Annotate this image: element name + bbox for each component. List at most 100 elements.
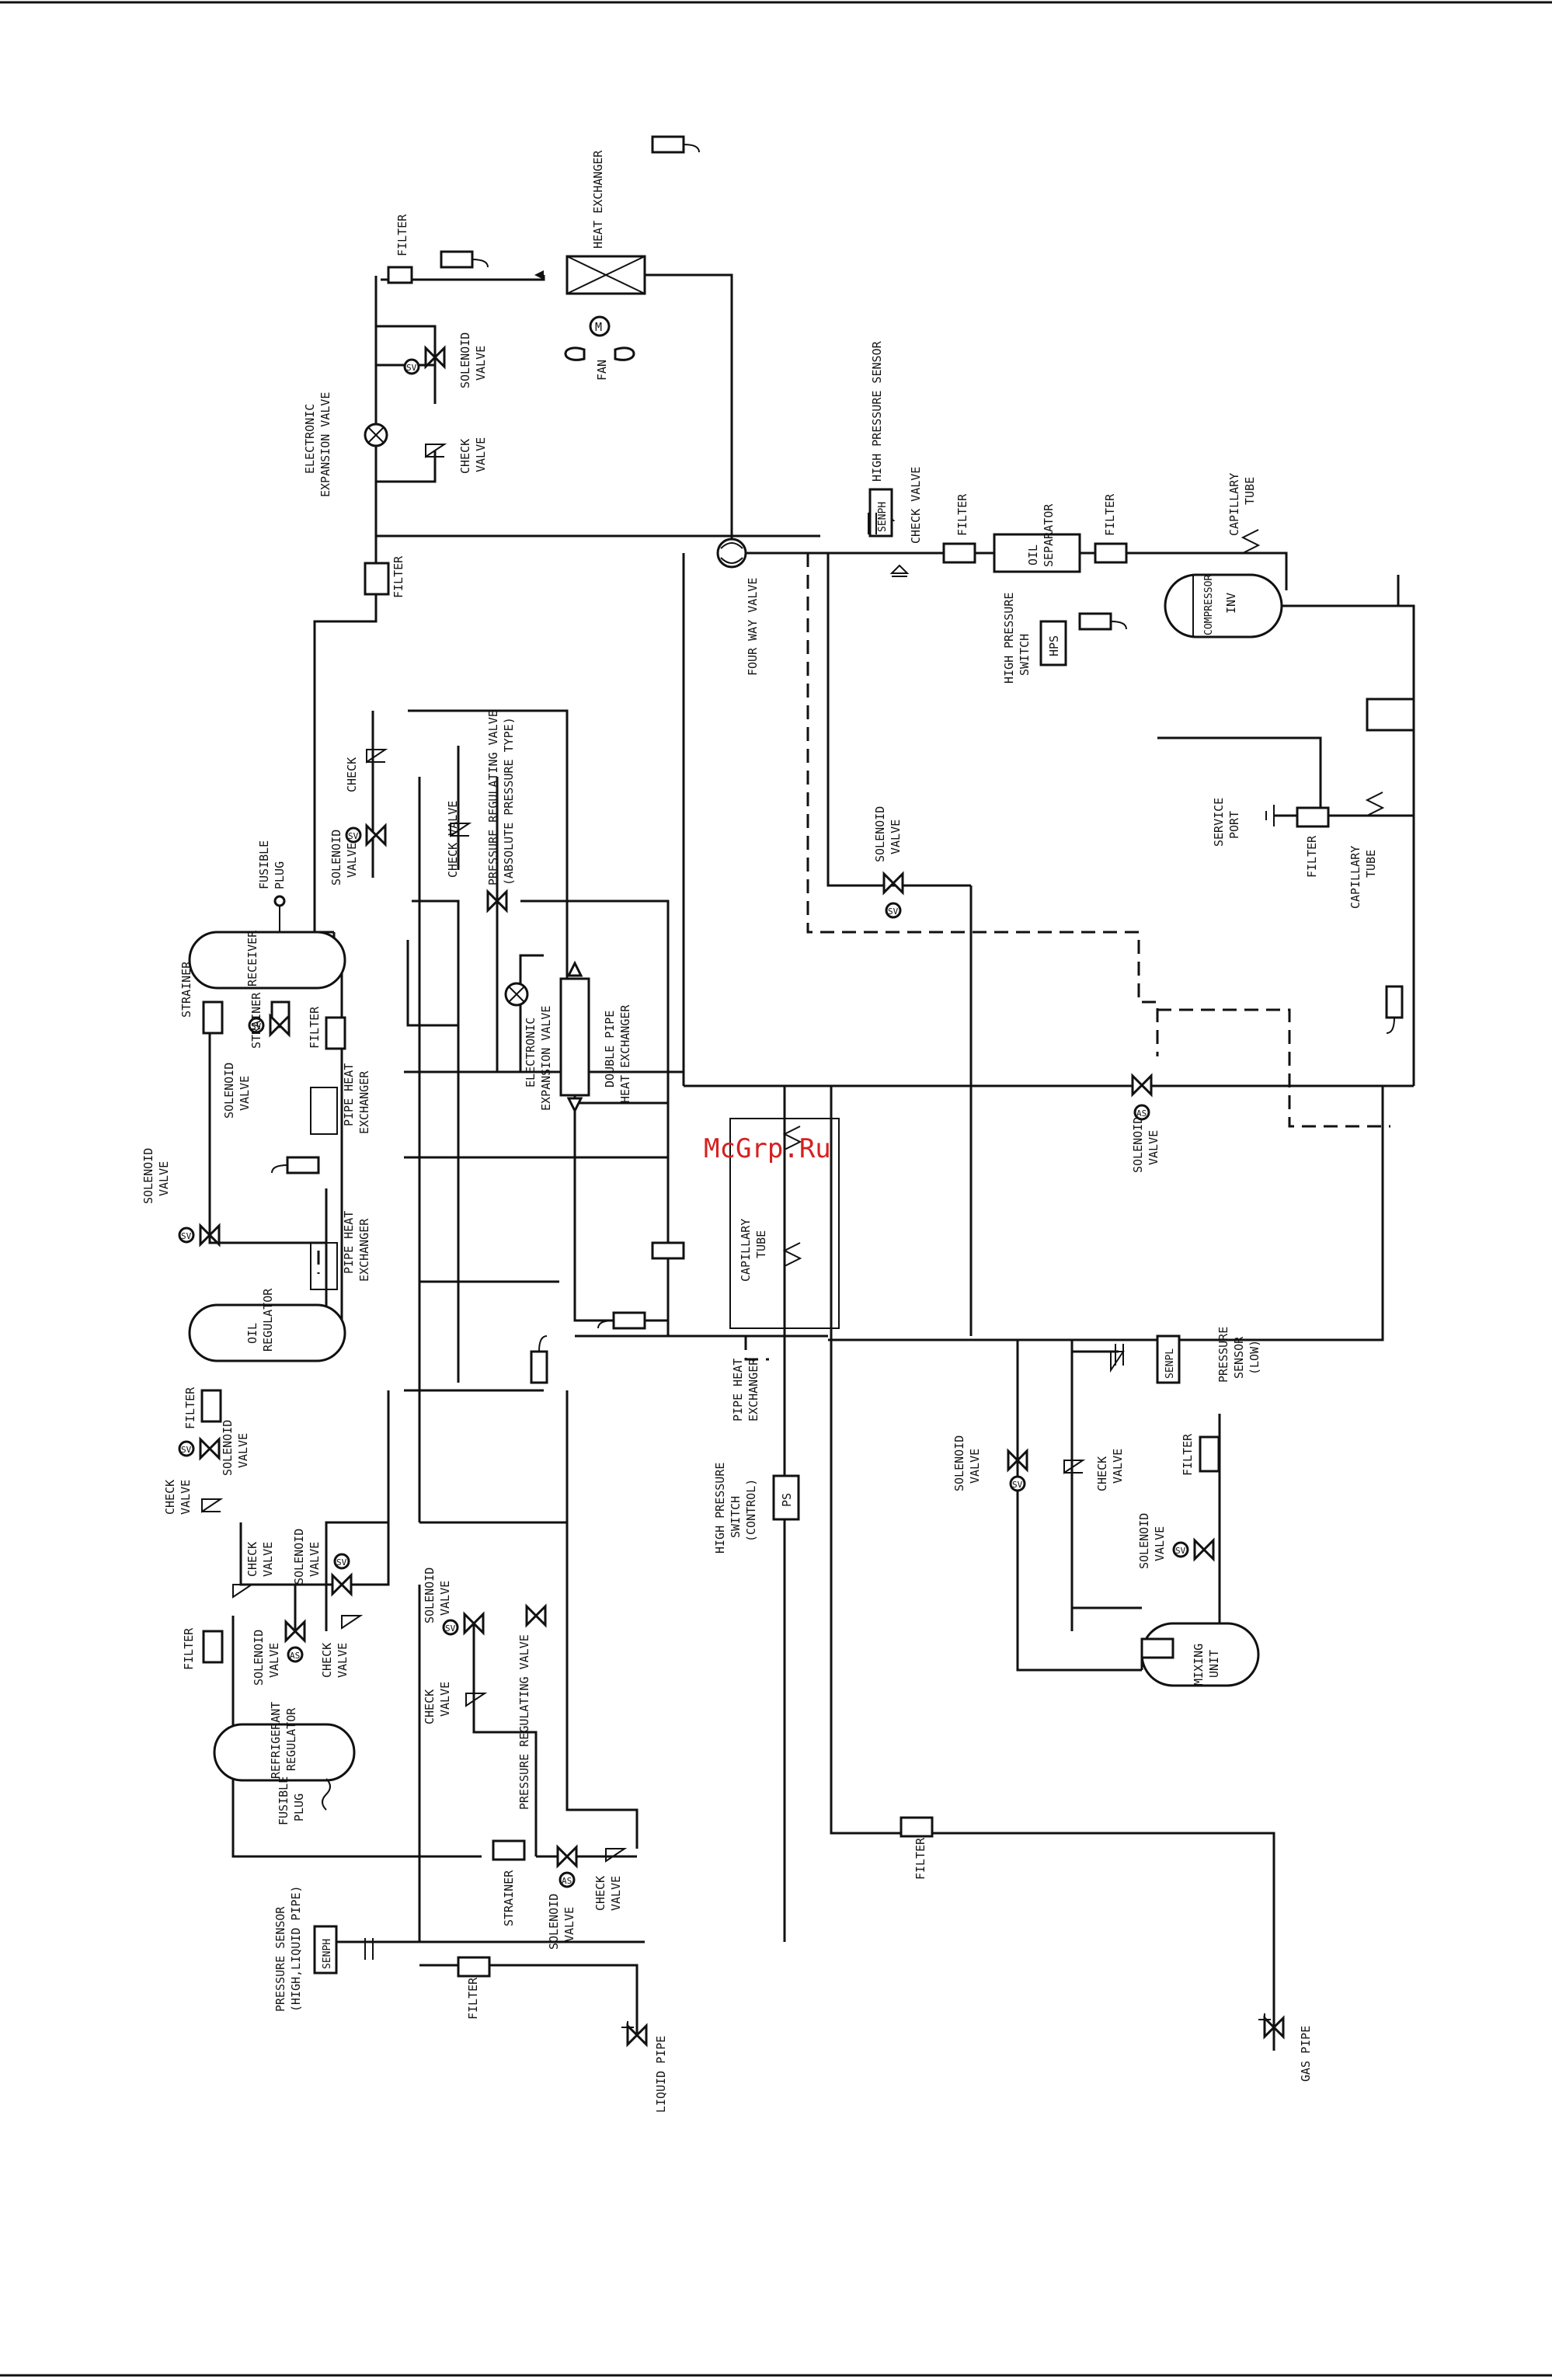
capillary-tube-icon: [782, 529, 1385, 1267]
heat-exchanger: [534, 255, 646, 295]
label-filter-4: FILTER: [1103, 493, 1117, 536]
label-phx-2a: PIPE HEAT: [342, 1211, 356, 1274]
stop-valve-icon: [621, 2013, 1271, 2034]
label-solenoid-4b: VALVE: [238, 1076, 252, 1111]
piping: [208, 273, 1415, 2051]
label-capillary-3a: CAPILLARY: [739, 1219, 753, 1282]
valve-coil-icons: [178, 358, 1189, 1888]
label-dphx-b: HEAT EXCHANGER: [618, 1004, 632, 1103]
capillary-return: [1397, 575, 1415, 730]
label-ref-reg-b: REGULATOR: [284, 1707, 298, 1771]
label-prv-abs-a: PRESSURE REGULATING VALVE: [486, 710, 500, 886]
double-pipe-heat-exchanger: [559, 960, 590, 1114]
label-as-1: AS: [290, 1651, 300, 1661]
label-dphx-a: DOUBLE PIPE: [603, 1011, 617, 1087]
label-solenoid-2a: SOLENOID: [873, 806, 887, 862]
label-strainer-2: STRAINER: [249, 992, 263, 1049]
filter-icon: [200, 266, 1330, 1978]
label-solenoid-7b: VALVE: [308, 1542, 322, 1577]
oil-regulator: [188, 1303, 346, 1362]
label-check-2: CHECK VALVE: [909, 467, 923, 544]
label-capillary-3b: TUBE: [754, 1230, 768, 1258]
label-solenoid-12a: SOLENOID: [952, 1435, 966, 1491]
label-hps: HPS: [1047, 635, 1061, 656]
fan-icon: [564, 315, 635, 361]
label-oil-sep-b: SEPARATOR: [1042, 503, 1056, 567]
label-check-8b: VALVE: [438, 1682, 452, 1717]
four-way-valve-icon: [716, 538, 747, 569]
label-senpl: SENPL: [1164, 1348, 1176, 1379]
label-eev-1a: ELECTRONIC: [303, 404, 317, 474]
label-heat-exchanger: HEAT EXCHANGER: [591, 150, 605, 249]
label-four-way: FOUR WAY VALVE: [746, 578, 760, 676]
label-phx-3a: PIPE HEAT: [731, 1359, 745, 1421]
labels: FILTER HEAT EXCHANGER FAN M SOLENOID VAL…: [141, 150, 1378, 2113]
label-hp-sensor: HIGH PRESSURE SENSOR: [870, 340, 884, 482]
label-filter-5: FILTER: [1305, 835, 1319, 878]
label-solenoid-5b: VALVE: [157, 1161, 171, 1196]
label-filter-9: FILTER: [466, 1977, 480, 2020]
hx-line-bypass: [374, 276, 820, 538]
to-gas-pipe: [830, 1086, 1275, 2051]
label-solenoid-11b: VALVE: [1147, 1130, 1161, 1165]
compressor: [1164, 573, 1283, 638]
label-filter-6: FILTER: [308, 1006, 322, 1049]
label-ps-low-a: PRESSURE: [1216, 1327, 1230, 1383]
label-solenoid-6b: VALVE: [236, 1433, 250, 1468]
label-filter-11: FILTER: [1181, 1433, 1195, 1476]
label-check-6b: VALVE: [261, 1542, 275, 1577]
label-gas-pipe: GAS PIPE: [1299, 2026, 1313, 2082]
label-as-3: AS: [1136, 1108, 1147, 1119]
label-strainer-3: STRAINER: [502, 1870, 516, 1926]
label-capillary-1b: TUBE: [1243, 477, 1257, 505]
label-solenoid-4a: SOLENOID: [222, 1063, 236, 1119]
label-fan-motor: M: [595, 320, 602, 334]
label-senph-2: SENPH: [322, 1939, 333, 1969]
label-hps-control-b: SWITCH: [729, 1496, 743, 1538]
label-sv-2: SV: [888, 906, 899, 917]
label-sv-9: SV: [1012, 1480, 1023, 1490]
label-eev-2b: EXPANSION VALVE: [539, 1006, 553, 1111]
label-ps-low-b: SENSOR: [1232, 1336, 1246, 1379]
label-capillary-2a: CAPILLARY: [1348, 846, 1362, 909]
label-solenoid-9b: VALVE: [438, 1581, 452, 1616]
label-fusible-2a: FUSIBLE: [277, 1776, 291, 1825]
oil-separator: [993, 533, 1081, 573]
label-ps: PS: [780, 1493, 794, 1507]
label-check-6a: CHECK: [245, 1542, 259, 1577]
mixing-unit: [1140, 1622, 1260, 1687]
label-fusible-1a: FUSIBLE: [257, 840, 271, 889]
label-solenoid-3a: SOLENOID: [329, 830, 343, 886]
label-solenoid-12b: VALVE: [968, 1449, 982, 1484]
label-solenoid-3b: VALVE: [345, 843, 359, 878]
label-sv-1: SV: [406, 363, 417, 373]
label-oil-reg-a: OIL: [245, 1323, 259, 1344]
label-solenoid-11a: SOLENOID: [1131, 1117, 1145, 1173]
label-check-10b: VALVE: [1111, 1449, 1125, 1484]
label-check-5b: VALVE: [179, 1480, 193, 1515]
pressure-regulating-valve-icon: [486, 889, 547, 1628]
label-service-port-b: PORT: [1227, 811, 1241, 839]
label-sv-5: SV: [181, 1231, 192, 1241]
label-solenoid-10b: VALVE: [562, 1907, 576, 1942]
label-solenoid-8a: SOLENOID: [252, 1630, 266, 1686]
label-filter-2: FILTER: [391, 555, 405, 598]
label-solenoid-1a: SOLENOID: [458, 332, 472, 388]
label-capillary-2b: TUBE: [1364, 850, 1378, 878]
label-sv-3: SV: [348, 831, 359, 841]
service-port-icon: [364, 513, 1275, 1960]
label-check-1a: CHECK: [458, 439, 472, 474]
label-sv-6: SV: [181, 1445, 192, 1455]
pressure-sensor: [313, 488, 1181, 1975]
watermark: McGrp.Ru: [704, 1133, 831, 1164]
pipe-heat-exchanger: [310, 1087, 840, 1329]
label-solenoid-2b: VALVE: [889, 819, 903, 854]
label-solenoid-13a: SOLENOID: [1137, 1513, 1151, 1569]
label-as-2: AS: [562, 1876, 572, 1886]
label-check-8a: CHECK: [423, 1689, 437, 1724]
label-solenoid-5a: SOLENOID: [141, 1148, 155, 1204]
label-oil-reg-b: REGULATOR: [261, 1288, 275, 1352]
label-sv-7: SV: [336, 1557, 347, 1568]
label-solenoid-6a: SOLENOID: [221, 1420, 235, 1476]
